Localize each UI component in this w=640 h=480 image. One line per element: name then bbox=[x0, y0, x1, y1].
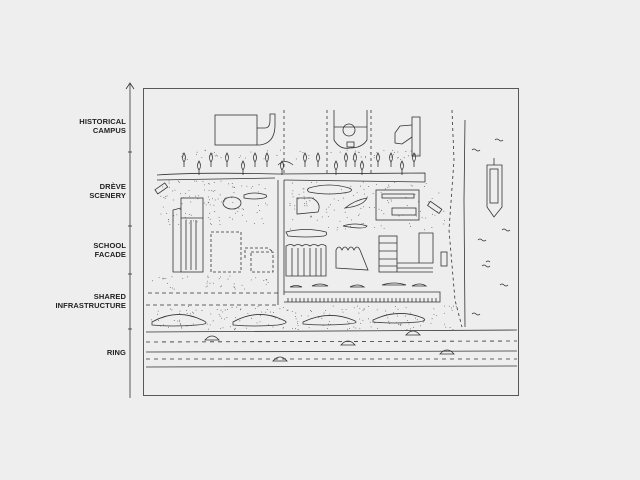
bench bbox=[154, 182, 169, 195]
tree-icon bbox=[303, 152, 307, 167]
tree-icon bbox=[225, 152, 229, 167]
zone-label-line: CAMPUS bbox=[92, 126, 126, 135]
tower-icon bbox=[440, 251, 448, 267]
tree-icon bbox=[265, 152, 269, 167]
parking-ticks bbox=[287, 298, 437, 302]
bridge bbox=[277, 161, 294, 166]
tree-cluster bbox=[335, 246, 369, 271]
zone-label-line: SHARED bbox=[93, 292, 126, 301]
tree-icon bbox=[334, 160, 338, 175]
tree-icon bbox=[353, 152, 357, 167]
historical-building bbox=[214, 113, 276, 146]
zone-label-ring: RING bbox=[107, 348, 126, 357]
parking-strip bbox=[284, 291, 441, 303]
cars bbox=[204, 330, 455, 362]
tree-icon bbox=[182, 152, 186, 167]
river-bank bbox=[463, 119, 466, 328]
zone-label-line: DRÈVE bbox=[99, 182, 126, 191]
school-building-right-top bbox=[375, 189, 420, 221]
tree-icon bbox=[412, 152, 416, 167]
water-marks bbox=[471, 138, 511, 316]
tree-icon bbox=[316, 152, 320, 167]
tree-icon bbox=[253, 152, 257, 167]
hedges bbox=[151, 184, 428, 327]
bike-path bbox=[146, 292, 278, 306]
dreve-road-lower bbox=[156, 177, 276, 181]
pavilion bbox=[296, 197, 320, 215]
boat bbox=[486, 158, 503, 218]
stipple bbox=[151, 149, 458, 331]
tree-icon bbox=[389, 152, 393, 167]
tree-icon bbox=[376, 152, 380, 167]
tree-icon bbox=[209, 152, 213, 167]
tree-icon bbox=[280, 160, 284, 175]
campus-paths bbox=[283, 109, 463, 328]
zone-label-line: HISTORICAL bbox=[79, 117, 126, 126]
tree-icon bbox=[400, 160, 404, 175]
pond bbox=[222, 196, 242, 210]
sports-field bbox=[333, 110, 368, 149]
tree-icon bbox=[344, 152, 348, 167]
zone-label-line: FACADE bbox=[94, 250, 126, 259]
school-building-right-bottom bbox=[378, 232, 434, 273]
campus-building-right bbox=[394, 116, 421, 157]
school-building-left bbox=[172, 197, 204, 273]
zone-label-line: RING bbox=[106, 348, 126, 357]
dreve-road bbox=[156, 172, 426, 182]
school-classrooms bbox=[285, 244, 327, 277]
tree-icon bbox=[360, 160, 364, 175]
planned-buildings bbox=[210, 231, 274, 273]
zone-axis bbox=[125, 82, 135, 398]
zone-label-line: SCENERY bbox=[89, 191, 126, 200]
tree-icon bbox=[241, 160, 245, 175]
zone-label-line: SCHOOL bbox=[93, 241, 126, 250]
tree-row bbox=[182, 152, 416, 175]
zone-label-line: INFRASTRUCTURE bbox=[55, 301, 126, 310]
map-frame bbox=[143, 88, 519, 396]
ring-road bbox=[145, 329, 518, 368]
tree-icon bbox=[197, 160, 201, 175]
